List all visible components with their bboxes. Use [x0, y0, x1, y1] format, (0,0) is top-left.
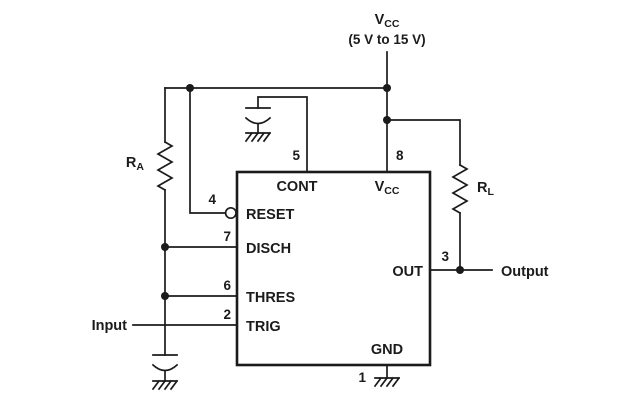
reset-inversion-bubble	[224, 206, 237, 220]
junction-dot	[186, 84, 194, 92]
pin-number-5: 5	[292, 148, 300, 163]
vcc-supply-label: VCC	[375, 12, 400, 30]
pin-label-vcc: VCC	[375, 179, 400, 197]
ground-icon	[373, 376, 401, 388]
output-label: Output	[501, 264, 549, 280]
ground-icon	[151, 379, 179, 391]
pin-number-7: 7	[223, 229, 231, 244]
junction-dot	[161, 243, 169, 251]
pin-label-cont: CONT	[276, 179, 317, 195]
pin-label-thres: THRES	[246, 290, 295, 306]
ic-body	[235, 170, 432, 367]
resistor-ra	[156, 140, 174, 192]
wire-reset-tap	[189, 87, 227, 214]
junction-dots	[161, 84, 464, 300]
pin-number-2: 2	[223, 307, 231, 322]
pin-number-4: 4	[208, 192, 216, 207]
input-label: Input	[92, 318, 128, 334]
resistor-rl	[451, 163, 469, 215]
wires	[132, 51, 493, 379]
capacitor-curved-plate	[151, 363, 179, 372]
labels: VCC (5 V to 15 V) 5 8 4 7 6 2 3 1 CONT V…	[92, 12, 549, 385]
vcc-supply-range: (5 V to 15 V)	[348, 32, 425, 47]
junction-dot	[383, 116, 391, 124]
capacitor-curved-plate	[244, 116, 272, 125]
pin-number-6: 6	[223, 278, 231, 293]
pin-number-3: 3	[441, 249, 449, 264]
pin-label-out: OUT	[392, 264, 423, 280]
pin-label-trig: TRIG	[246, 319, 281, 335]
pin-label-disch: DISCH	[246, 241, 291, 257]
pin-label-reset: RESET	[246, 207, 294, 223]
capacitor-timing	[151, 354, 179, 391]
resistor-ra-zigzag	[156, 140, 174, 192]
wire-rl-branch	[386, 119, 461, 166]
resistor-ra-label: RA	[126, 155, 144, 173]
junction-dot	[456, 266, 464, 274]
resistor-rl-zigzag	[451, 163, 469, 215]
wire-cont-cap	[257, 96, 308, 173]
junction-dot	[161, 292, 169, 300]
resistor-rl-label: RL	[477, 180, 494, 198]
pin-number-8: 8	[396, 148, 404, 163]
capacitor-cont-bypass	[244, 107, 272, 143]
ground-icon	[244, 131, 272, 143]
pin-number-1: 1	[358, 370, 366, 385]
junction-dot	[383, 84, 391, 92]
ground-gnd-pin	[373, 376, 401, 388]
pin-label-gnd: GND	[371, 342, 403, 358]
